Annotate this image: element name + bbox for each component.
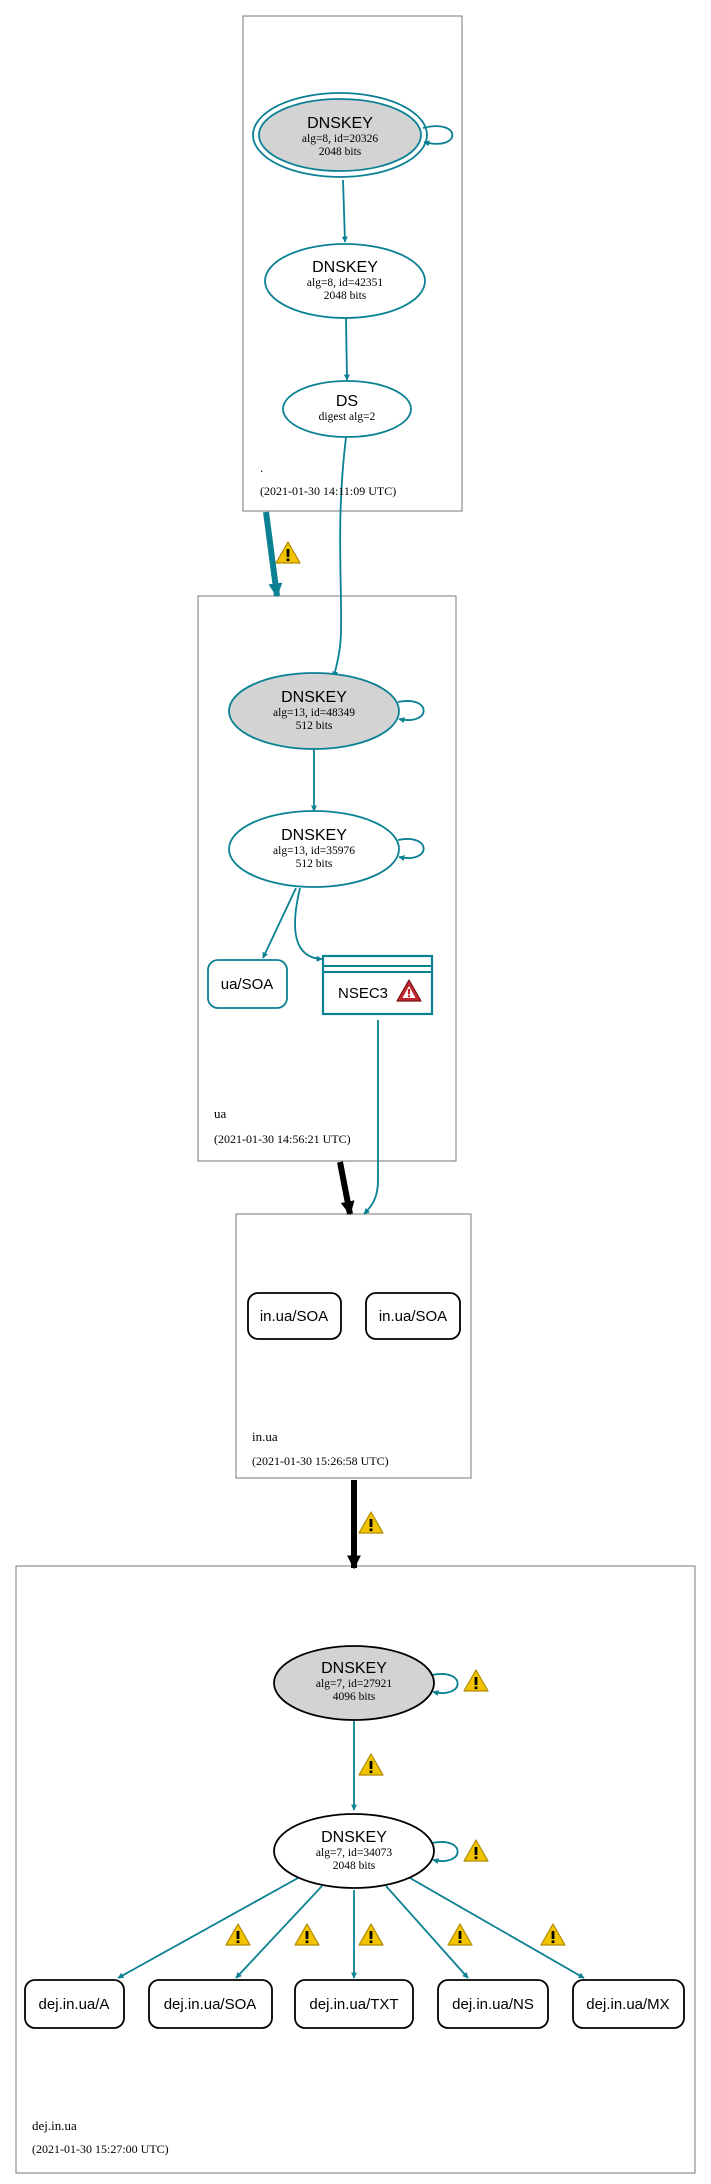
node-dej-ksk-line2: 4096 bits xyxy=(333,1691,376,1703)
node-in-ua-soa-2[interactable]: in.ua/SOA xyxy=(365,1292,461,1340)
node-root-zsk-line1: alg=8, id=42351 xyxy=(307,277,383,289)
node-dej-zsk-line2: 2048 bits xyxy=(333,1860,376,1872)
node-dej-txt-label: dej.in.ua/TXT xyxy=(309,1996,398,2013)
zone-name-root: . xyxy=(260,460,263,475)
edge-dej-zsk-self xyxy=(431,1841,459,1865)
node-root-ds-title: DS xyxy=(336,393,358,410)
edge-dej-ksk-self xyxy=(431,1673,459,1697)
node-dej-txt[interactable]: dej.in.ua/TXT xyxy=(294,1979,414,2029)
node-root-zsk-line2: 2048 bits xyxy=(324,290,367,302)
warning-icon xyxy=(358,1753,384,1776)
node-dej-mx[interactable]: dej.in.ua/MX xyxy=(572,1979,685,2029)
warning-icon xyxy=(358,1923,384,1946)
node-dej-zsk-line1: alg=7, id=34073 xyxy=(316,1847,392,1859)
warning-icon xyxy=(225,1923,251,1946)
node-in-ua-soa-1-label: in.ua/SOA xyxy=(260,1308,328,1325)
warning-icon xyxy=(358,1511,384,1534)
edge-root-ds-to-ua-ksk xyxy=(332,436,347,678)
node-dej-ksk-line1: alg=7, id=27921 xyxy=(316,1678,392,1690)
error-icon xyxy=(396,979,422,1002)
node-ua-ksk[interactable]: DNSKEY alg=13, id=48349 512 bits xyxy=(228,672,400,750)
node-root-ksk-title: DNSKEY xyxy=(307,115,373,132)
node-dej-soa[interactable]: dej.in.ua/SOA xyxy=(148,1979,273,2029)
node-dej-ns-label: dej.in.ua/NS xyxy=(452,1996,534,2013)
zone-timestamp-dej-in-ua: (2021-01-30 15:27:00 UTC) xyxy=(32,2142,169,2156)
zone-timestamp-in-ua: (2021-01-30 15:26:58 UTC) xyxy=(252,1454,389,1468)
node-root-ds-line1: digest alg=2 xyxy=(319,411,376,423)
node-root-ksk-line2: 2048 bits xyxy=(319,146,362,158)
warning-icon xyxy=(463,1839,489,1862)
node-ua-soa[interactable]: ua/SOA xyxy=(207,959,288,1009)
node-ua-zsk-title: DNSKEY xyxy=(281,827,347,844)
node-ua-nsec3[interactable]: NSEC3 xyxy=(321,954,434,1016)
edge-dej-zsk-to-soa xyxy=(235,1885,323,1979)
zone-box-ua xyxy=(197,595,457,1162)
edge-root-ksk-to-zsk xyxy=(341,179,348,243)
node-dej-ksk-title: DNSKEY xyxy=(321,1660,387,1677)
zone-timestamp-ua: (2021-01-30 14:56:21 UTC) xyxy=(214,1132,351,1146)
node-ua-ksk-line1: alg=13, id=48349 xyxy=(273,707,355,719)
node-dej-ns[interactable]: dej.in.ua/NS xyxy=(437,1979,549,2029)
edge-ua-zsk-to-nsec3 xyxy=(294,887,323,962)
zone-name-dej-in-ua: dej.in.ua xyxy=(32,2118,77,2133)
node-in-ua-soa-2-label: in.ua/SOA xyxy=(379,1308,447,1325)
node-ua-zsk-line1: alg=13, id=35976 xyxy=(273,845,355,857)
node-root-zsk-title: DNSKEY xyxy=(312,259,378,276)
edge-root-ksk-self xyxy=(422,125,454,147)
node-ua-nsec3-label: NSEC3 xyxy=(338,985,388,1002)
node-root-zsk[interactable]: DNSKEY alg=8, id=42351 2048 bits xyxy=(264,243,426,319)
node-ua-ksk-title: DNSKEY xyxy=(281,689,347,706)
node-dej-mx-label: dej.in.ua/MX xyxy=(586,1996,669,2013)
node-in-ua-soa-1[interactable]: in.ua/SOA xyxy=(247,1292,342,1340)
zone-name-in-ua: in.ua xyxy=(252,1429,278,1444)
zone-box-root xyxy=(242,15,463,512)
node-ua-ksk-line2: 512 bits xyxy=(296,720,333,732)
warning-icon xyxy=(540,1923,566,1946)
node-dej-ksk[interactable]: DNSKEY alg=7, id=27921 4096 bits xyxy=(273,1645,435,1721)
zone-name-ua: ua xyxy=(214,1106,227,1121)
node-dej-a[interactable]: dej.in.ua/A xyxy=(24,1979,125,2029)
edge-ua-zsk-self xyxy=(397,838,425,862)
node-dej-a-label: dej.in.ua/A xyxy=(39,1996,110,2013)
node-ua-soa-label: ua/SOA xyxy=(221,976,274,993)
node-dej-soa-label: dej.in.ua/SOA xyxy=(164,1996,257,2013)
edge-root-zsk-to-ds xyxy=(343,317,350,381)
zone-timestamp-root: (2021-01-30 14:11:09 UTC) xyxy=(260,484,396,498)
edge-ua-nsec3-to-in-ua xyxy=(363,1020,379,1215)
warning-icon xyxy=(275,541,301,564)
node-root-ds[interactable]: DS digest alg=2 xyxy=(282,380,412,438)
warning-icon xyxy=(294,1923,320,1946)
edge-dej-zsk-to-a xyxy=(117,1877,299,1979)
edge-delegation-root-to-ua xyxy=(263,511,283,598)
node-dej-zsk-title: DNSKEY xyxy=(321,1829,387,1846)
edge-dej-zsk-to-mx xyxy=(409,1877,585,1979)
node-root-ksk-line1: alg=8, id=20326 xyxy=(302,133,378,145)
node-dej-zsk[interactable]: DNSKEY alg=7, id=34073 2048 bits xyxy=(273,1813,435,1889)
edge-dej-zsk-to-ns xyxy=(385,1885,469,1979)
edge-delegation-ua-to-in-ua xyxy=(337,1161,355,1216)
node-ua-zsk-line2: 512 bits xyxy=(296,858,333,870)
edge-ua-ksk-self xyxy=(397,700,425,724)
node-ua-zsk[interactable]: DNSKEY alg=13, id=35976 512 bits xyxy=(228,810,400,888)
warning-icon xyxy=(463,1669,489,1692)
edge-ua-zsk-to-soa xyxy=(262,887,297,959)
warning-icon xyxy=(447,1923,473,1946)
node-root-ksk[interactable]: DNSKEY alg=8, id=20326 2048 bits xyxy=(252,92,428,178)
